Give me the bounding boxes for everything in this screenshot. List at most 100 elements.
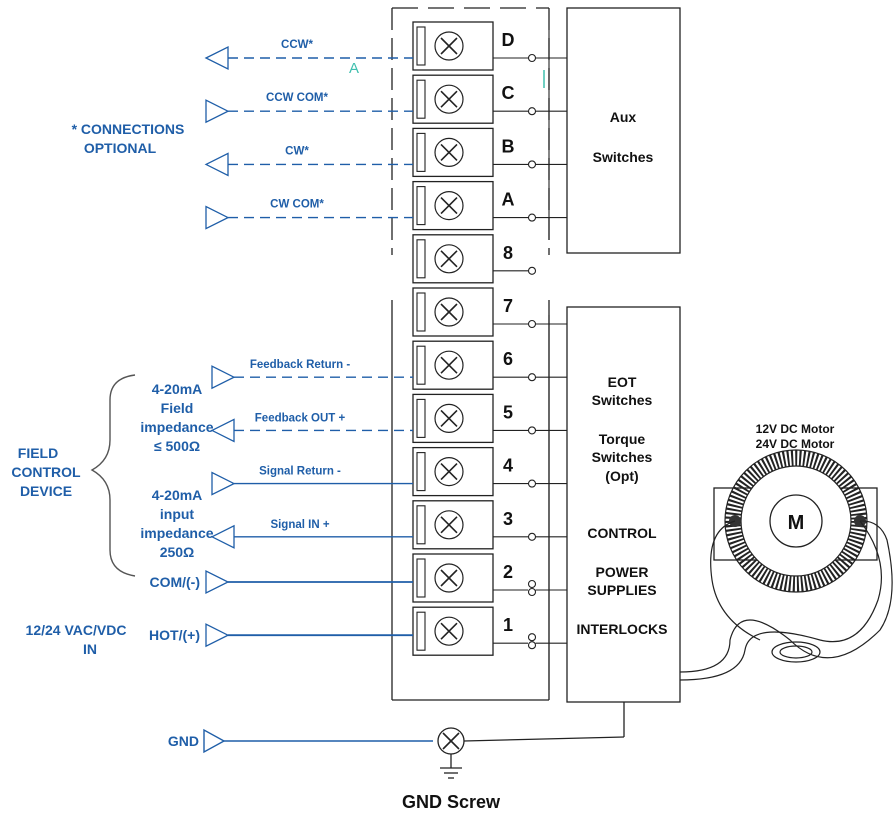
motor-label-2: 24V DC Motor	[756, 437, 835, 451]
field-device-1: FIELD	[18, 445, 58, 461]
terminal-B: B	[412, 127, 567, 178]
field-signal-0: Feedback Return -	[211, 359, 413, 390]
aux-label-2: Switches	[593, 149, 654, 165]
motor-wiring	[679, 520, 893, 681]
terminal-screw-icon	[434, 137, 464, 167]
feedback-spec-4: ≤ 500Ω	[154, 438, 200, 454]
terminal-screw-icon	[434, 616, 464, 646]
terminal-screw-icon	[434, 297, 464, 327]
terminal-screw-icon	[434, 510, 464, 540]
field-device-2: CONTROL	[11, 464, 81, 480]
gnd-arrow-icon	[203, 728, 226, 754]
torque-label-2: Switches	[592, 449, 653, 465]
arrow-right-icon	[205, 205, 230, 230]
terminal-4: 4	[412, 446, 567, 497]
interlocks-label: INTERLOCKS	[577, 621, 668, 637]
field-signal-label: Signal Return -	[259, 466, 341, 478]
terminal-label: 5	[503, 402, 513, 422]
terminal-strip: D C B A 8 7 6 5 4 3 21	[412, 21, 567, 690]
optional-signal-2: CW*	[204, 145, 413, 177]
terminal-label: C	[502, 83, 515, 103]
power-input-label: COM/(-)	[149, 574, 200, 590]
arrow-left-icon	[204, 45, 229, 71]
feedback-brace	[90, 374, 136, 501]
gnd-screw-label: GND Screw	[402, 792, 501, 812]
field-signal-lines: Feedback Return - Feedback OUT + Signal Re…	[210, 359, 413, 549]
optional-signal-label: CCW*	[281, 39, 313, 51]
input-spec-2: input	[160, 506, 195, 522]
power-label-b: IN	[83, 641, 97, 657]
terminal-7: 7	[412, 287, 567, 337]
arrow-right-icon	[205, 569, 230, 595]
terminal-screw-icon	[434, 350, 464, 380]
optional-signal-0: CCW*	[204, 39, 413, 71]
field-signal-label: Signal IN +	[270, 519, 329, 531]
terminal-screw-icon	[434, 563, 464, 593]
terminal-2: 2	[412, 553, 567, 603]
field-signal-label: Feedback OUT +	[255, 412, 346, 424]
terminal-screw-icon	[434, 244, 464, 274]
feedback-spec-1: 4-20mA	[152, 381, 203, 397]
power-input-1: HOT/(+)	[149, 623, 413, 648]
stray-mark: A	[349, 60, 359, 77]
optional-signal-label: CW COM*	[270, 199, 324, 211]
optional-signal-lines: CCW* CCW COM* CW* CW COM*	[204, 39, 413, 230]
eot-label-1: EOT	[608, 374, 637, 390]
input-spec-3: impedance	[140, 525, 213, 541]
terminal-5: 5	[412, 393, 567, 444]
optional-signal-label: CCW COM*	[266, 92, 328, 104]
terminal-3: 3	[412, 500, 567, 550]
terminal-label: 4	[503, 456, 513, 476]
terminal-label: 7	[503, 296, 513, 316]
power-label-a: 12/24 VAC/VDC	[26, 622, 127, 638]
terminal-8: 8	[412, 234, 537, 284]
arrow-right-icon	[205, 623, 230, 648]
gnd-to-box-wire	[463, 736, 625, 742]
arrow-left-icon	[210, 524, 235, 549]
ground-symbol-icon	[440, 754, 462, 779]
arrow-right-icon	[205, 99, 230, 124]
feedback-spec-2: Field	[161, 400, 194, 416]
field-signal-label: Feedback Return -	[250, 359, 350, 371]
power-input-lines: COM/(-) HOT/(+)	[149, 569, 413, 648]
aux-switches-box	[566, 7, 681, 254]
field-signal-1: Feedback OUT +	[210, 412, 413, 443]
torque-label-3: (Opt)	[605, 468, 638, 484]
field-signal-2: Signal Return -	[211, 466, 413, 496]
optional-signal-1: CCW COM*	[205, 92, 413, 124]
terminal-label: A	[502, 190, 515, 210]
control-label: CONTROL	[587, 525, 657, 541]
terminal-6: 6	[412, 340, 567, 390]
terminal-label: 6	[503, 349, 513, 369]
input-brace	[109, 500, 136, 577]
eot-label-2: Switches	[592, 392, 653, 408]
power-label-2: SUPPLIES	[587, 582, 656, 598]
terminal-label: D	[502, 30, 515, 50]
terminal-label: 3	[503, 509, 513, 529]
terminal-label: 8	[503, 243, 513, 263]
terminal-C: C	[412, 74, 567, 124]
optional-note-1: * CONNECTIONS	[72, 121, 185, 137]
terminal-D: D	[412, 21, 567, 71]
terminal-label: B	[502, 136, 515, 156]
terminal-1: 1	[412, 606, 567, 656]
optional-note-2: OPTIONAL	[84, 140, 157, 156]
gnd-label: GND	[168, 733, 199, 749]
terminal-screw-icon	[434, 84, 464, 114]
terminal-screw-icon	[434, 191, 464, 221]
arrow-right-icon	[211, 365, 236, 390]
aux-label-1: Aux	[610, 109, 637, 125]
motor-label-1: 12V DC Motor	[756, 422, 835, 436]
terminal-screw-icon	[434, 403, 464, 433]
main-control-box	[566, 306, 681, 703]
motor-symbol: M	[788, 512, 805, 534]
gnd-screw-icon	[437, 727, 465, 755]
torque-label-1: Torque	[599, 431, 646, 447]
input-spec-1: 4-20mA	[152, 487, 203, 503]
terminal-screw-icon	[434, 457, 464, 487]
input-spec-4: 250Ω	[160, 544, 195, 560]
arrow-left-icon	[204, 152, 229, 177]
terminal-A: A	[412, 180, 567, 231]
arrow-right-icon	[211, 471, 236, 496]
